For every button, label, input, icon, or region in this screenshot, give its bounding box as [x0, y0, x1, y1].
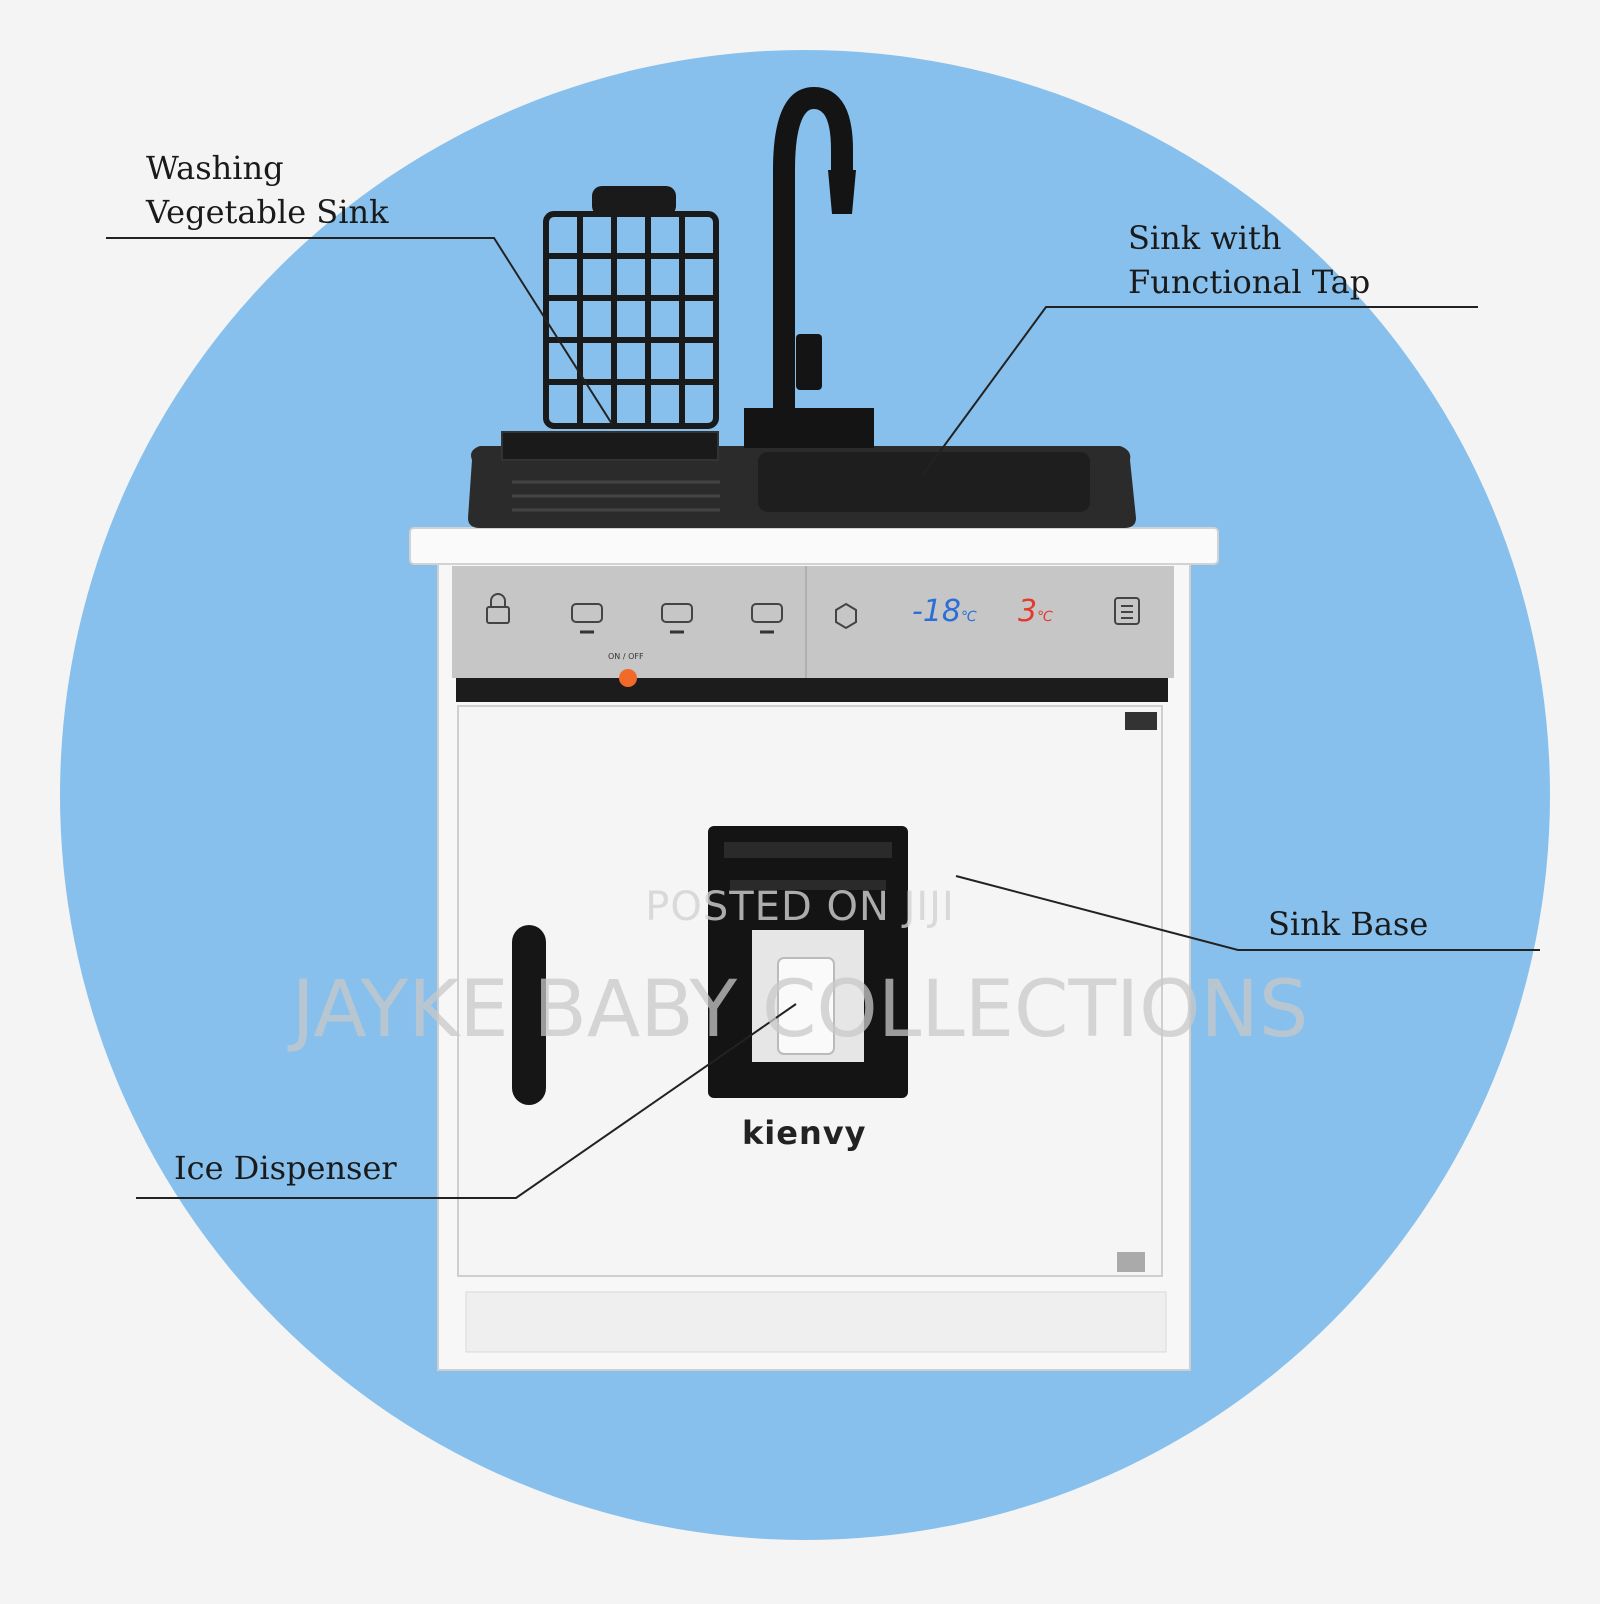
control-panel [452, 566, 1174, 678]
callout-sink-functional-tap: Sink with Functional Tap [1128, 219, 1371, 301]
power-button[interactable] [619, 669, 637, 687]
panel-button-3[interactable] [751, 603, 783, 623]
ice-dispenser[interactable] [708, 826, 908, 1098]
panel-button-2[interactable] [661, 603, 693, 623]
ice-cup-icon [777, 957, 835, 1055]
callout-leader-lines [106, 237, 1540, 1199]
watermark-store-name: JAYKE BABY COLLECTIONS [291, 965, 1309, 1055]
ice-mode-icon [835, 602, 857, 630]
callout-sink-base: Sink Base [1268, 905, 1429, 943]
faucet[interactable] [744, 86, 874, 448]
lock-icon [486, 593, 510, 624]
callout-ice-dispenser: Ice Dispenser [174, 1149, 397, 1187]
drain-rack [501, 431, 719, 461]
brand-logo: kienvy [742, 1114, 867, 1152]
settings-grid-icon [1114, 597, 1140, 625]
vegetable-rack [543, 211, 719, 429]
door-latch [1125, 712, 1157, 730]
sink-basin [468, 431, 1136, 528]
watermark-posted-on: POSTED ON JIJI [645, 884, 955, 930]
door-handle[interactable] [512, 925, 546, 1105]
cabinet-plinth [465, 1291, 1167, 1353]
cabinet-countertop [409, 527, 1219, 565]
callout-washing-vegetable-sink: Washing Vegetable Sink [146, 149, 389, 231]
panel-dark-strip [456, 678, 1168, 702]
fridge-temperature-display: 3℃ [1018, 594, 1053, 629]
sink-cabinet [409, 86, 1219, 1371]
freezer-temperature-display: -18℃ [912, 594, 977, 629]
power-label: ON / OFF [608, 652, 644, 661]
panel-button-1[interactable] [571, 603, 603, 623]
door-hinge [1117, 1252, 1145, 1272]
